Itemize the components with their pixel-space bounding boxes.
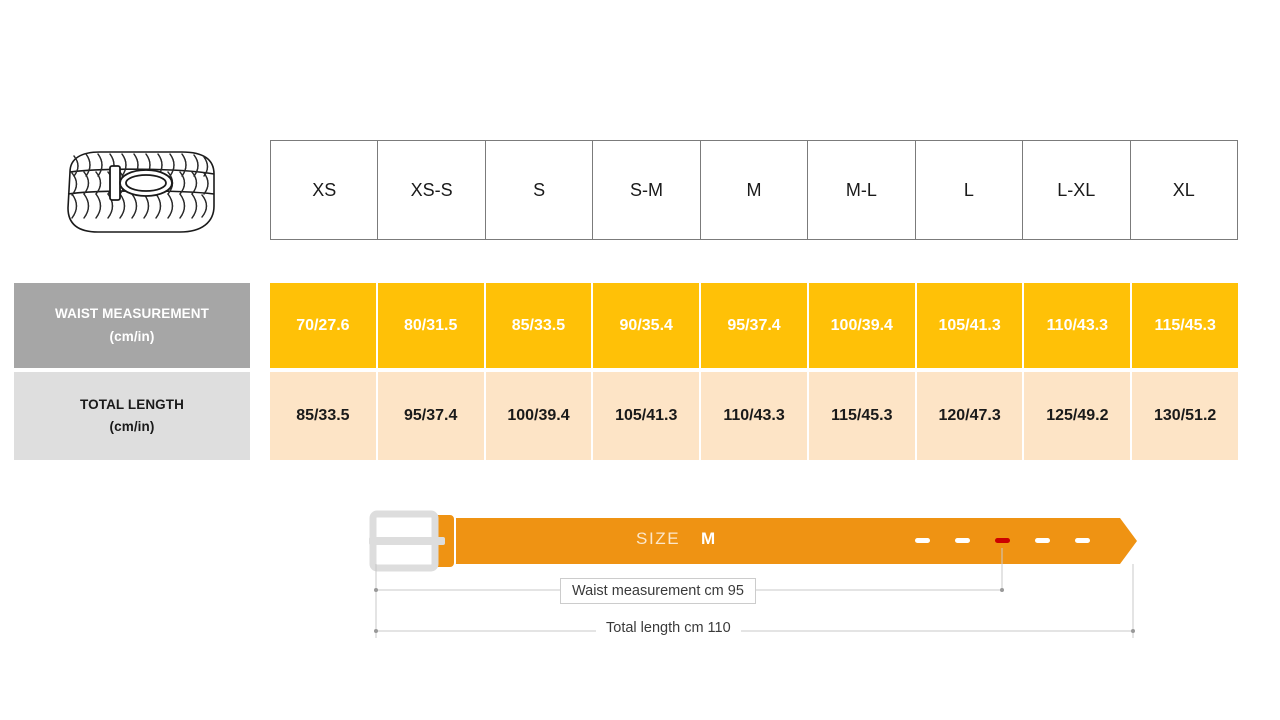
length-value-m-l: 115/45.3: [808, 372, 917, 460]
size-header-cell-s[interactable]: S: [484, 140, 594, 240]
belt-hole-4: [1035, 538, 1050, 543]
waist-value-xs: 70/27.6: [270, 283, 378, 368]
length-value-xs-s: 95/37.4: [377, 372, 486, 460]
size-header-cell-l[interactable]: L: [914, 140, 1024, 240]
length-value-s: 100/39.4: [485, 372, 594, 460]
total-length-label: TOTAL LENGTH (cm/in): [14, 372, 250, 460]
belt-diagram: [369, 510, 1137, 638]
waist-value-m-l: 100/39.4: [808, 283, 917, 368]
waist-label-line2: (cm/in): [109, 328, 155, 344]
waist-value-s-m: 90/35.4: [593, 283, 702, 368]
size-header-cell-l-xl[interactable]: L-XL: [1022, 140, 1131, 240]
size-header-cell-xs-s[interactable]: XS-S: [377, 140, 486, 240]
waist-value-xs-s: 80/31.5: [377, 283, 486, 368]
waist-value-s: 85/33.5: [485, 283, 594, 368]
length-value-l-xl: 125/49.2: [1024, 372, 1133, 460]
waist-label-line1: WAIST MEASUREMENT: [55, 306, 209, 322]
total-length-cells: 85/33.5 95/37.4 100/39.4 105/41.3 110/43…: [270, 372, 1239, 460]
waist-value-xl: 115/45.3: [1132, 283, 1239, 368]
belt-hole-5: [1075, 538, 1090, 543]
waist-value-l-xl: 110/43.3: [1024, 283, 1133, 368]
length-value-xs: 85/33.5: [270, 372, 378, 460]
belt-hole-3-active: [995, 538, 1010, 543]
belt-holes: [915, 538, 1090, 543]
total-length-dimension-line: [374, 629, 1135, 633]
waist-measurement-cells: 70/27.6 80/31.5 85/33.5 90/35.4 95/37.4 …: [270, 283, 1239, 368]
braided-belt-icon: [67, 151, 215, 233]
total-length-row: TOTAL LENGTH (cm/in) 85/33.5 95/37.4 100…: [0, 372, 1280, 460]
waist-measurement-row: WAIST MEASUREMENT (cm/in) 70/27.6 80/31.…: [0, 283, 1280, 368]
size-header-cell-m[interactable]: M: [699, 140, 809, 240]
waist-dimension-label: Waist measurement cm 95: [560, 578, 756, 604]
belt-buckle-prong: [369, 537, 445, 545]
length-value-m: 110/43.3: [701, 372, 809, 460]
length-label-line1: TOTAL LENGTH: [80, 396, 184, 412]
size-header-cell-xl[interactable]: XL: [1129, 140, 1238, 240]
total-length-dimension-label: Total length cm 110: [596, 618, 741, 638]
length-value-xl: 130/51.2: [1132, 372, 1239, 460]
size-header-cell-xs[interactable]: XS: [269, 140, 379, 240]
length-value-s-m: 105/41.3: [593, 372, 702, 460]
belt-strap: [430, 518, 1137, 564]
belt-hole-2: [955, 538, 970, 543]
size-header-row: XS XS-S S S-M M M-L L L-XL XL: [269, 140, 1238, 240]
size-header-cell-m-l[interactable]: M-L: [807, 140, 916, 240]
waist-value-m: 95/37.4: [701, 283, 809, 368]
waist-value-l: 105/41.3: [916, 283, 1025, 368]
length-value-l: 120/47.3: [916, 372, 1025, 460]
size-header-cell-s-m[interactable]: S-M: [592, 140, 701, 240]
belt-hole-1: [915, 538, 930, 543]
dimension-extension-lines: [375, 548, 1134, 638]
length-label-line2: (cm/in): [109, 419, 155, 434]
size-header-table: XS XS-S S S-M M M-L L L-XL XL: [269, 140, 1238, 240]
waist-measurement-label: WAIST MEASUREMENT (cm/in): [14, 283, 250, 368]
